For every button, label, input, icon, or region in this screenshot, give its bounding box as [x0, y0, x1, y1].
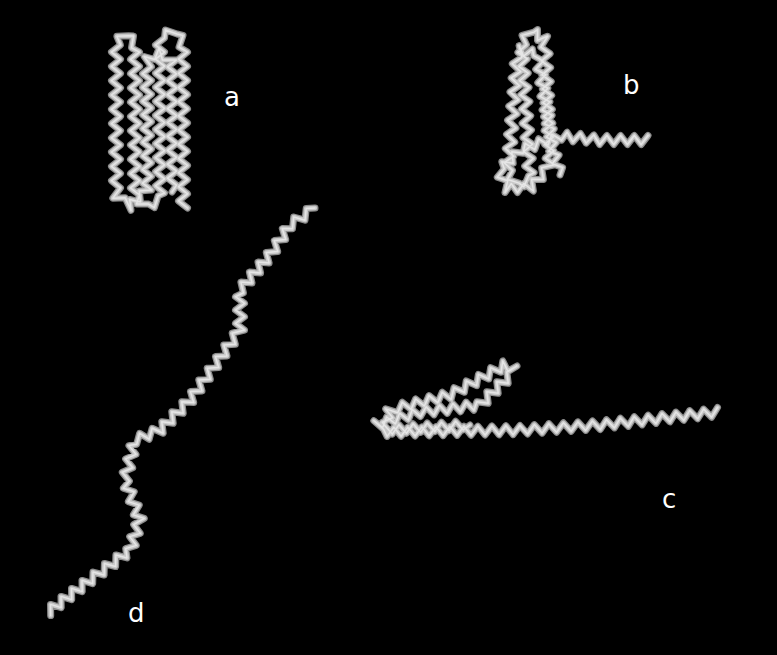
backbone-tube [374, 361, 718, 436]
backbone-tube [112, 30, 188, 210]
backbone-tube [51, 208, 316, 616]
panel-letter: c [662, 486, 676, 512]
backbone-tube [497, 30, 648, 193]
backbone-tube [497, 30, 648, 193]
panel-letter: d [128, 600, 145, 626]
backbone-tube [112, 30, 188, 210]
backbone-tube [374, 361, 718, 436]
panel-letter: b [623, 72, 640, 98]
panel-letter: a [224, 84, 240, 110]
backbone-tube [51, 208, 316, 616]
backbone-tube [374, 361, 718, 436]
backbone-tube [497, 30, 648, 193]
backbone-tube [112, 30, 188, 210]
backbone-tube [51, 208, 316, 616]
